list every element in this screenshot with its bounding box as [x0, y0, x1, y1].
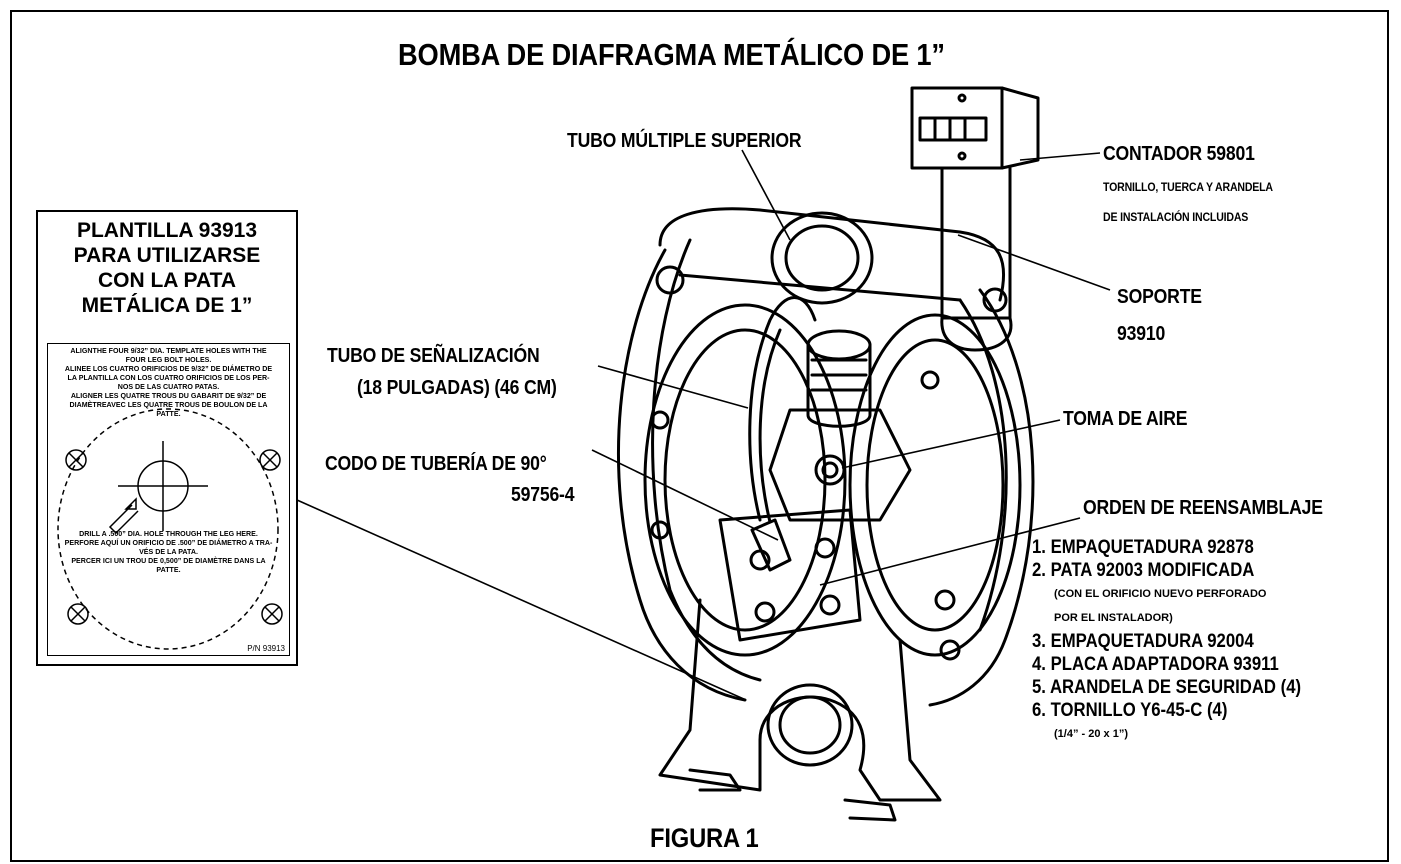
label-counter-note-2: DE INSTALACIÓN INCLUIDAS: [1103, 210, 1249, 224]
template-instructions-top: ALIGNTHE FOUR 9/32” DIA. TEMPLATE HOLES …: [64, 347, 273, 418]
bolt-hole-tl: [65, 449, 87, 471]
reassembly-step-note: (1/4” - 20 x 1”): [1054, 728, 1128, 740]
upper-port: [770, 211, 874, 305]
figure-frame: [10, 10, 1389, 862]
bolt-hole-br: [261, 603, 283, 625]
label-air-inlet: TOMA DE AIRE: [1063, 408, 1188, 430]
template-instructions-bottom: DRILL A .500” DIA. HOLE THROUGH THE LEG …: [64, 530, 273, 574]
lower-port: [766, 683, 854, 767]
label-counter-note-1: TORNILLO, TUERCA Y ARANDELA: [1103, 180, 1273, 194]
reassembly-step: 4. PLACA ADAPTADORA 93911: [1032, 654, 1279, 675]
leg: [658, 598, 942, 802]
arrow-icon: [108, 497, 139, 535]
figure-caption: FIGURA 1: [650, 823, 759, 853]
reassembly-step: 2. PATA 92003 MODIFICADA: [1032, 560, 1255, 581]
label-elbow: CODO DE TUBERÍA DE 90°: [325, 453, 547, 475]
page-title: BOMBA DE DIAFRAGMA METÁLICO DE 1”: [398, 37, 945, 72]
reassembly-step: 3. EMPAQUETADURA 92004: [1032, 631, 1254, 652]
left-chamber: [617, 248, 747, 702]
reassembly-step: 5. ARANDELA DE SEGURIDAD (4): [1032, 677, 1302, 698]
label-signal-tube: TUBO DE SEÑALIZACIÓN: [327, 345, 540, 367]
template-part-number: P/N 93913: [247, 644, 285, 653]
reassembly-step: 6. TORNILLO Y6-45-C (4): [1032, 700, 1228, 721]
adapter-plate: [718, 508, 862, 642]
signal-tube: [748, 296, 817, 522]
template-title: PLANTILLA 93913 PARA UTILIZARSE CON LA P…: [73, 219, 261, 317]
counter-box: [910, 86, 1004, 170]
bracket: [940, 166, 1012, 320]
reassembly-list: 1. EMPAQUETADURA 92878 2. PATA 92003 MOD…: [1032, 536, 1338, 746]
template-drilling-diagram: [57, 408, 283, 650]
upper-manifold: [658, 207, 1006, 302]
reassembly-step-note: (CON EL ORIFICIO NUEVO PERFORADO: [1054, 588, 1267, 600]
air-inlet-port: [814, 454, 846, 486]
left-diaphragm: [643, 303, 847, 657]
template-card: PLANTILLA 93913 PARA UTILIZARSE CON LA P…: [36, 210, 298, 666]
label-bracket-part: 93910: [1117, 323, 1166, 345]
label-elbow-part: 59756-4: [511, 484, 575, 506]
bolt-circle: [57, 408, 279, 650]
muffler: [806, 343, 872, 428]
label-upper-manifold: TUBO MÚLTIPLE SUPERIOR: [567, 130, 802, 152]
reassembly-step-note: POR EL INSTALADOR): [1054, 612, 1173, 624]
elbow-fitting: [750, 518, 792, 572]
template-sheet: ALIGNTHE FOUR 9/32” DIA. TEMPLATE HOLES …: [47, 343, 290, 656]
right-chamber: [928, 288, 1035, 707]
label-bracket: SOPORTE: [1117, 286, 1202, 308]
right-diaphragm: [848, 313, 1022, 657]
bolt-hole-tr: [259, 449, 281, 471]
bolt-hole-bl: [67, 603, 89, 625]
label-counter: CONTADOR 59801: [1103, 143, 1255, 165]
reassembly-step: 1. EMPAQUETADURA 92878: [1032, 537, 1254, 558]
label-signal-tube-length: (18 PULGADAS) (46 CM): [357, 377, 557, 399]
label-reassembly-order: ORDEN DE REENSAMBLAJE: [1083, 497, 1323, 519]
center-block: [768, 408, 912, 522]
